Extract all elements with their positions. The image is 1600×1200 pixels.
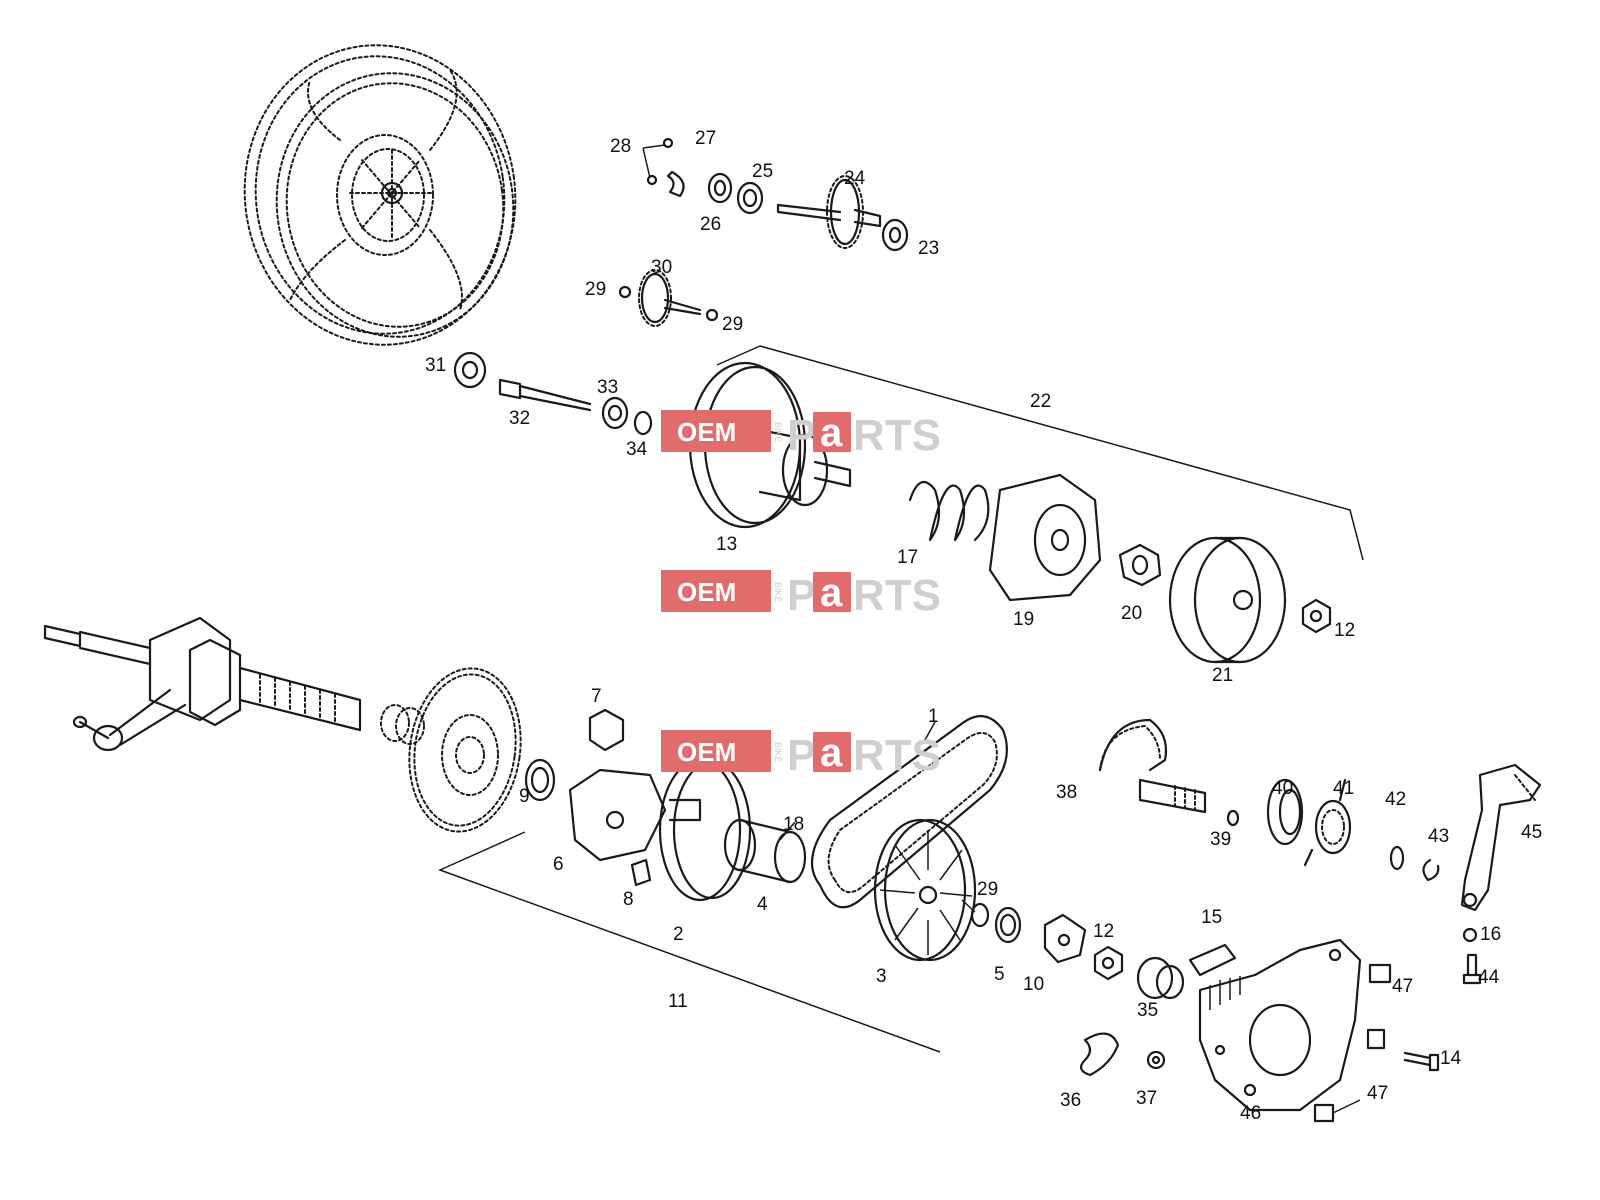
callout-24: 24 xyxy=(844,168,866,189)
watermark-a-text: a xyxy=(820,731,843,775)
callout-47-b: 47 xyxy=(1367,1083,1388,1104)
watermark-oem-text: OEM xyxy=(677,417,736,447)
kickstart-group xyxy=(1098,718,1542,985)
watermark-1: OEM BIKE P a RTS xyxy=(661,410,941,460)
callout-8: 8 xyxy=(623,889,634,910)
callout-15: 15 xyxy=(1201,907,1222,928)
callout-1: 1 xyxy=(928,706,939,727)
needle-bearing xyxy=(380,704,425,745)
callout-18: 18 xyxy=(783,814,804,835)
callout-39: 39 xyxy=(1210,829,1231,850)
gear-shaft-group xyxy=(618,137,909,327)
callout-27: 27 xyxy=(695,128,716,149)
watermark-oem-text: OEM xyxy=(677,737,736,767)
callout-35: 35 xyxy=(1137,1000,1158,1021)
cover-group xyxy=(1079,938,1440,1123)
watermark-3: OEM BIKE P a RTS xyxy=(661,730,941,780)
watermark-rts-text: RTS xyxy=(853,731,941,780)
callout-21: 21 xyxy=(1212,665,1233,686)
watermark-bike-text: BIKE xyxy=(773,582,783,603)
callout-34: 34 xyxy=(626,439,648,460)
watermark-rts-text: RTS xyxy=(853,571,941,620)
watermark-2: OEM BIKE P a RTS xyxy=(661,570,941,620)
callout-13: 13 xyxy=(716,534,737,555)
callout-38: 38 xyxy=(1056,782,1077,803)
callout-43: 43 xyxy=(1428,826,1449,847)
callout-22: 22 xyxy=(1030,391,1051,412)
callout-3: 3 xyxy=(876,966,887,987)
leader-lines xyxy=(779,721,976,913)
watermark-bike-text: BIKE xyxy=(773,422,783,443)
callout-47-a: 47 xyxy=(1392,976,1413,997)
watermark-p-text: P xyxy=(787,731,816,780)
callout-42: 42 xyxy=(1385,789,1406,810)
watermark-a-text: a xyxy=(820,571,843,615)
callout-labels: 1 2 3 4 5 6 7 8 9 10 11 12 12 13 14 15 1… xyxy=(425,128,1542,1124)
callout-33: 33 xyxy=(597,377,618,398)
callout-29-b: 29 xyxy=(722,314,743,335)
variator-group xyxy=(524,708,1124,981)
output-shaft-group xyxy=(453,351,653,436)
bracket-22 xyxy=(716,345,1364,561)
callout-29-a: 29 xyxy=(585,279,606,300)
watermark-p-text: P xyxy=(787,411,816,460)
clutch-assembly xyxy=(688,361,1332,664)
callout-29-c: 29 xyxy=(977,879,998,900)
callout-17: 17 xyxy=(897,547,918,568)
callout-31: 31 xyxy=(425,355,446,376)
rear-wheel xyxy=(243,44,517,346)
watermark-a-text: a xyxy=(820,411,843,455)
callout-30: 30 xyxy=(651,257,672,278)
callout-45: 45 xyxy=(1521,822,1542,843)
callout-26: 26 xyxy=(700,214,721,235)
bracket-11 xyxy=(438,831,941,1053)
callout-19: 19 xyxy=(1013,609,1034,630)
callout-20: 20 xyxy=(1121,603,1142,624)
callout-14: 14 xyxy=(1440,1048,1462,1069)
callout-9: 9 xyxy=(519,786,530,807)
callout-46: 46 xyxy=(1240,1103,1261,1124)
callout-6: 6 xyxy=(553,854,564,875)
watermark-bike-text: BIKE xyxy=(773,742,783,763)
watermark-oem-text: OEM xyxy=(677,577,736,607)
callout-4: 4 xyxy=(757,894,768,915)
callout-16: 16 xyxy=(1480,924,1501,945)
callout-2: 2 xyxy=(673,924,684,945)
callout-11: 11 xyxy=(668,991,688,1012)
callout-25: 25 xyxy=(752,161,773,182)
watermark-p-text: P xyxy=(787,571,816,620)
callout-28: 28 xyxy=(610,136,631,157)
callout-44: 44 xyxy=(1478,967,1500,988)
callout-12-b: 12 xyxy=(1093,921,1114,942)
starter-ring-gear xyxy=(408,667,522,833)
callout-36: 36 xyxy=(1060,1090,1081,1111)
callout-10: 10 xyxy=(1023,974,1044,995)
watermark-rts-text: RTS xyxy=(853,411,941,460)
callout-37: 37 xyxy=(1136,1088,1157,1109)
callout-5: 5 xyxy=(994,964,1005,985)
callout-32: 32 xyxy=(509,408,530,429)
callout-40: 40 xyxy=(1272,778,1293,799)
callout-41: 41 xyxy=(1333,778,1354,799)
callout-12-a: 12 xyxy=(1334,620,1355,641)
callout-7: 7 xyxy=(591,686,602,707)
callout-23: 23 xyxy=(918,238,939,259)
crankshaft xyxy=(43,616,362,752)
